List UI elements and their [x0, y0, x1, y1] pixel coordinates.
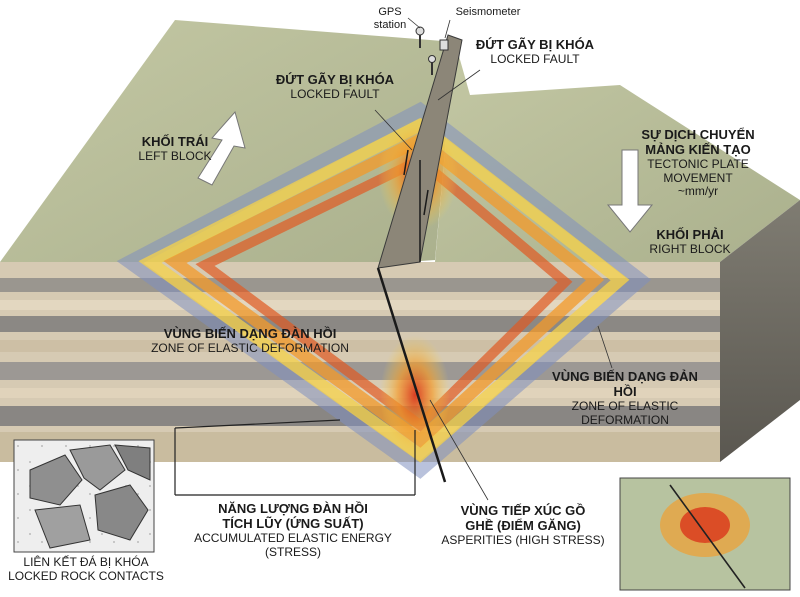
slip-arrow-down [423, 189, 429, 216]
locked-fault-label-mid: ĐỨT GÃY BỊ KHÓA LOCKED FAULT [275, 72, 395, 101]
gps-station-label: GPS station [373, 6, 407, 31]
seismometer-icon [439, 39, 449, 51]
fault-trace [376, 267, 447, 483]
locked-fault-label-top: ĐỨT GÃY BỊ KHÓA LOCKED FAULT [475, 37, 595, 66]
elastic-energy-label: NĂNG LƯỢNG ĐÀN HỒI TÍCH LŨY (ỨNG SUẤT) A… [194, 501, 392, 559]
rock-contacts-label: LIÊN KẾT ĐÁ BỊ KHÓA LOCKED ROCK CONTACTS [8, 555, 164, 583]
down-arrow-icon [606, 149, 654, 233]
up-arrow-icon [197, 110, 246, 186]
strata-side-face [720, 200, 800, 462]
elastic-zone-left-label: VÙNG BIẾN DẠNG ĐÀN HỒI ZONE OF ELASTIC D… [151, 326, 349, 355]
right-block-label: KHỐI PHẢI RIGHT BLOCK [649, 227, 731, 256]
map-inset [619, 477, 791, 591]
seismometer-label: Seismometer [455, 6, 521, 18]
elastic-zone-right-label: VÙNG BIẾN DẠNG ĐẢN HỒI ZONE OF ELASTIC D… [552, 369, 698, 427]
gps-station-icon [415, 26, 436, 75]
slip-arrow-up [403, 149, 409, 176]
asperities-label: VÙNG TIẾP XÚC GỒ GHỀ (ĐIỂM GĂNG) ASPERIT… [441, 503, 605, 547]
left-block-label: KHỐI TRÁI LEFT BLOCK [138, 134, 212, 163]
rock-contacts-inset [13, 439, 155, 553]
plate-movement-label: SỰ DỊCH CHUYỂN MẢNG KIẾN TẠO TECTONIC PL… [641, 127, 755, 199]
